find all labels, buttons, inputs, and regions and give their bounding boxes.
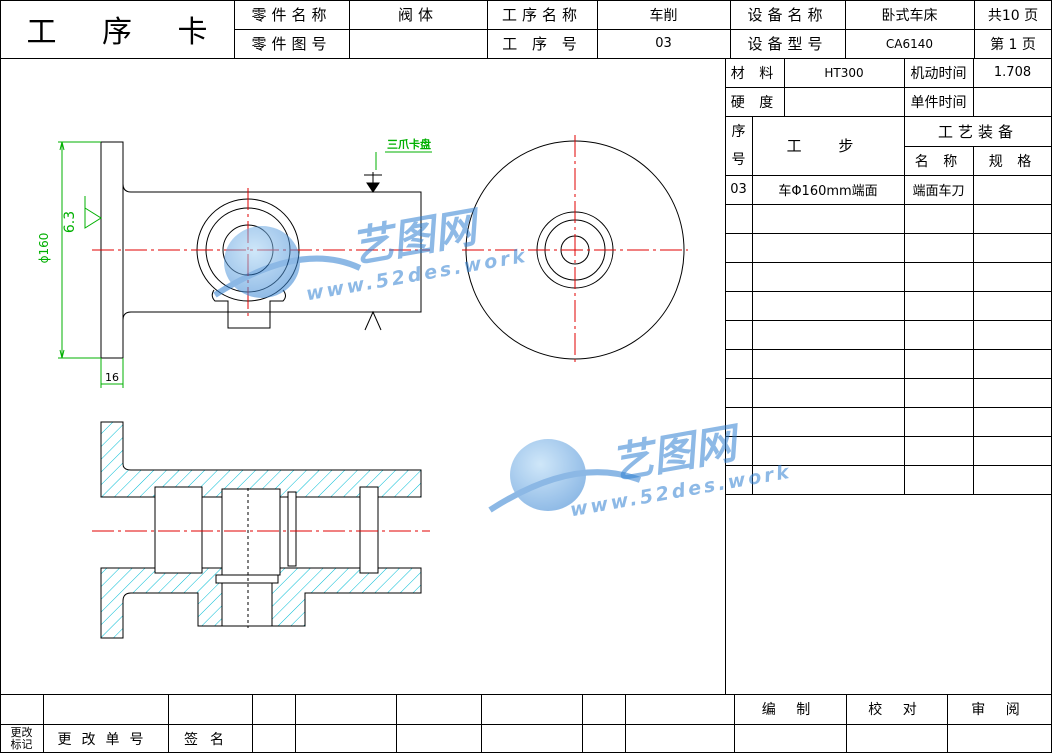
right-table-grid (725, 58, 1052, 695)
step-label: 工 步 (786, 137, 870, 155)
part-drawing-no-value (349, 29, 487, 58)
seq-label: 序 号 (731, 123, 746, 168)
review-label: 审 阅 (971, 702, 1028, 718)
hardness-label: 硬 度 (730, 94, 779, 111)
machine-time-label: 机动时间 (910, 65, 967, 82)
check-label: 校 对 (868, 702, 925, 718)
material-value: HT300 (824, 65, 864, 80)
change-mark-label: 更改标记 (10, 725, 33, 751)
material-label: 材 料 (730, 65, 779, 82)
signature-label: 签名 (184, 731, 236, 748)
process-name-label: 工序名称 (501, 6, 582, 24)
watermark-globe-1 (213, 226, 362, 298)
equipment-header-label: 工艺装备 (937, 122, 1018, 141)
hardness-value (784, 87, 904, 116)
roughness-symbol: 6.3 (62, 210, 78, 234)
unit-time-value (973, 87, 1052, 116)
width-dimension: 16 (105, 370, 119, 384)
total-pages: 共10 页 (987, 7, 1039, 24)
machine-time-value: 1.708 (993, 65, 1032, 80)
equipment-name-value: 卧式车床 (881, 7, 938, 24)
footer-grid (0, 694, 1052, 753)
equipment-model-label: 设备型号 (747, 35, 828, 53)
step-spec-cell (973, 175, 1052, 204)
step-tool-cell: 端面车刀 (912, 184, 965, 199)
change-order-label: 更改单号 (57, 731, 154, 748)
part-name-label: 零件名称 (251, 6, 332, 24)
diameter-dimension: ϕ160 (37, 232, 51, 264)
tool-name-label: 名 称 (914, 153, 963, 170)
header-grid (0, 0, 1052, 59)
watermark-globe-2 (488, 439, 642, 513)
chuck-label: 三爪卡盘 (387, 138, 431, 151)
card-title: 工 序 卡 (26, 15, 226, 50)
process-no-label: 工 序 号 (502, 35, 582, 53)
equipment-name-label: 设备名称 (747, 6, 828, 24)
end-view-centerlines (462, 135, 688, 365)
dimension-lines (58, 141, 432, 388)
page-number: 第 1 页 (990, 36, 1036, 53)
tool-spec-label: 规 格 (988, 153, 1037, 170)
part-drawing-no-label: 零件图号 (251, 35, 332, 53)
process-no-value: 03 (655, 36, 672, 51)
part-name-value: 阀体 (397, 6, 438, 24)
step-seq-cell: 03 (730, 182, 747, 197)
process-name-value: 车削 (649, 7, 678, 24)
step-desc-cell: 车Φ160mm端面 (778, 184, 878, 199)
section-view-drawing (100, 421, 422, 639)
equipment-model-value: CA6140 (885, 36, 934, 51)
unit-time-label: 单件时间 (910, 94, 967, 111)
compile-label: 编 制 (761, 702, 819, 718)
